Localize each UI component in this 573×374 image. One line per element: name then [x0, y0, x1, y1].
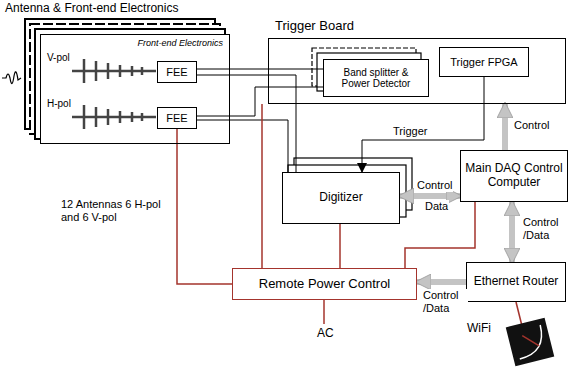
power-label: AC — [316, 327, 335, 341]
arrow-label: Control — [416, 179, 453, 192]
router-box: Ethernet Router — [466, 262, 566, 302]
antenna-box: FEE FEE Front-end Electronics — [40, 34, 230, 144]
antenna-element — [95, 61, 98, 81]
trigger-board: Band splitter & Power Detector Trigger FP… — [268, 38, 566, 104]
node-text: Band splitter & Power Detector — [328, 67, 424, 90]
wifi-label: WiFi — [466, 322, 492, 336]
digitizer-box: Digitizer — [282, 172, 400, 224]
radio-pulse — [2, 72, 21, 84]
ac-power-wire — [323, 300, 325, 324]
arrow-label: Data — [424, 200, 449, 213]
connector — [339, 224, 341, 268]
node-text: Trigger FPGA — [450, 56, 517, 69]
polarization-label: H-pol — [46, 98, 72, 110]
connector — [509, 202, 515, 262]
fee-box: FEE — [157, 61, 197, 83]
arrow-label: Control /Data — [422, 289, 468, 314]
connector — [502, 104, 508, 150]
node-text: Front-end Electronics — [137, 38, 223, 48]
antenna-count-note: 12 Antennas 6 H-pol and 6 V-pol — [60, 198, 166, 223]
arrow-label: Control /Data — [522, 216, 568, 241]
antenna-element — [131, 112, 134, 122]
trigger-fpga-box: Trigger FPGA — [439, 47, 529, 77]
antenna-element — [141, 67, 144, 75]
fee-box: FEE — [157, 107, 197, 129]
antenna-element — [95, 107, 98, 127]
antenna-stack — [25, 19, 230, 144]
connector — [400, 193, 460, 199]
node-text: Main DAQ Control Computer — [465, 162, 563, 190]
antenna-element — [83, 105, 86, 129]
node-text: FEE — [166, 112, 187, 125]
antenna-element — [83, 59, 86, 83]
band-splitter-box: Band splitter & Power Detector — [323, 59, 429, 97]
connector — [197, 75, 296, 172]
node-text: Digitizer — [319, 191, 362, 205]
hpol-antenna — [72, 105, 156, 129]
antenna-element — [107, 63, 110, 79]
connector — [197, 87, 323, 116]
dish-ground — [506, 318, 554, 366]
connector — [177, 129, 232, 284]
antenna-front-ground — [40, 34, 230, 144]
computer-box: Main DAQ Control Computer — [460, 150, 568, 202]
antenna-element — [131, 66, 134, 76]
group-title: Antenna & Front-end Electronics — [4, 2, 179, 16]
antenna-element — [119, 65, 122, 77]
antenna-element — [141, 113, 144, 121]
node-text: Trigger Board — [275, 19, 354, 34]
dish-feed — [522, 332, 539, 349]
wifi-dish — [506, 318, 554, 366]
polarization-label: V-pol — [46, 52, 71, 64]
antenna-element — [119, 111, 122, 123]
connector — [261, 104, 263, 268]
power-control-box: Remote Power Control — [232, 268, 417, 300]
connector — [417, 279, 466, 285]
node-text: Ethernet Router — [474, 275, 559, 289]
antenna-element — [107, 109, 110, 125]
node-text: Remote Power Control — [259, 277, 391, 292]
arrow-label: Control — [513, 119, 550, 132]
arrow-label: Trigger — [392, 125, 428, 138]
vpol-antenna — [72, 59, 156, 83]
dish-reflector — [513, 325, 547, 359]
connector — [197, 120, 288, 172]
node-text: FEE — [166, 66, 187, 79]
connector — [197, 69, 323, 70]
